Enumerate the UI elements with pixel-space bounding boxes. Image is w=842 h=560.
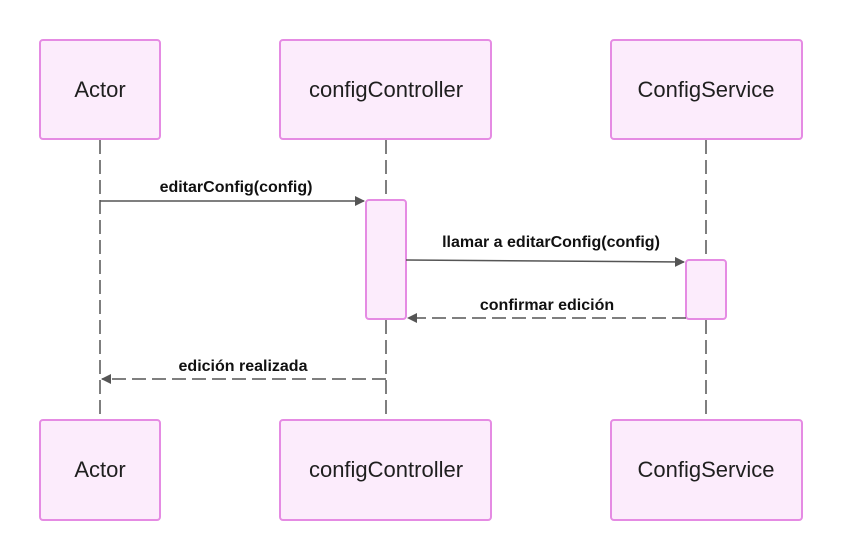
participant-label: ConfigService bbox=[638, 457, 775, 482]
message-label: editarConfig(config) bbox=[160, 179, 313, 196]
participant-box bbox=[610, 39, 803, 140]
participant-label: Actor bbox=[74, 457, 125, 482]
participant-controller-top: configController bbox=[279, 39, 492, 140]
message-label: llamar a editarConfig(config) bbox=[442, 234, 660, 251]
participant-service-top: ConfigService bbox=[610, 39, 803, 140]
message-label: edición realizada bbox=[179, 358, 308, 375]
participant-actor-top: Actor bbox=[39, 39, 161, 140]
activation-bar-service bbox=[685, 259, 727, 320]
message-1: editarConfig(config) bbox=[100, 179, 365, 206]
message-label: confirmar edición bbox=[480, 297, 614, 314]
participant-box bbox=[39, 419, 161, 521]
participant-box bbox=[279, 419, 492, 521]
participant-label: configController bbox=[309, 457, 463, 482]
participant-service-bottom: ConfigService bbox=[610, 419, 803, 521]
participant-label: ConfigService bbox=[638, 77, 775, 102]
participant-actor-bottom: Actor bbox=[39, 419, 161, 521]
participant-label: Actor bbox=[74, 77, 125, 102]
message-4: edición realizada bbox=[101, 358, 386, 384]
message-2: llamar a editarConfig(config) bbox=[405, 234, 685, 267]
message-arrow bbox=[405, 256, 685, 267]
participant-box bbox=[279, 39, 492, 140]
activations bbox=[365, 199, 727, 320]
message-3: confirmar edición bbox=[407, 297, 686, 323]
participant-box bbox=[39, 39, 161, 140]
participant-controller-bottom: configController bbox=[279, 419, 492, 521]
activation-bar-controller bbox=[365, 199, 407, 320]
participant-label: configController bbox=[309, 77, 463, 102]
participant-box bbox=[610, 419, 803, 521]
